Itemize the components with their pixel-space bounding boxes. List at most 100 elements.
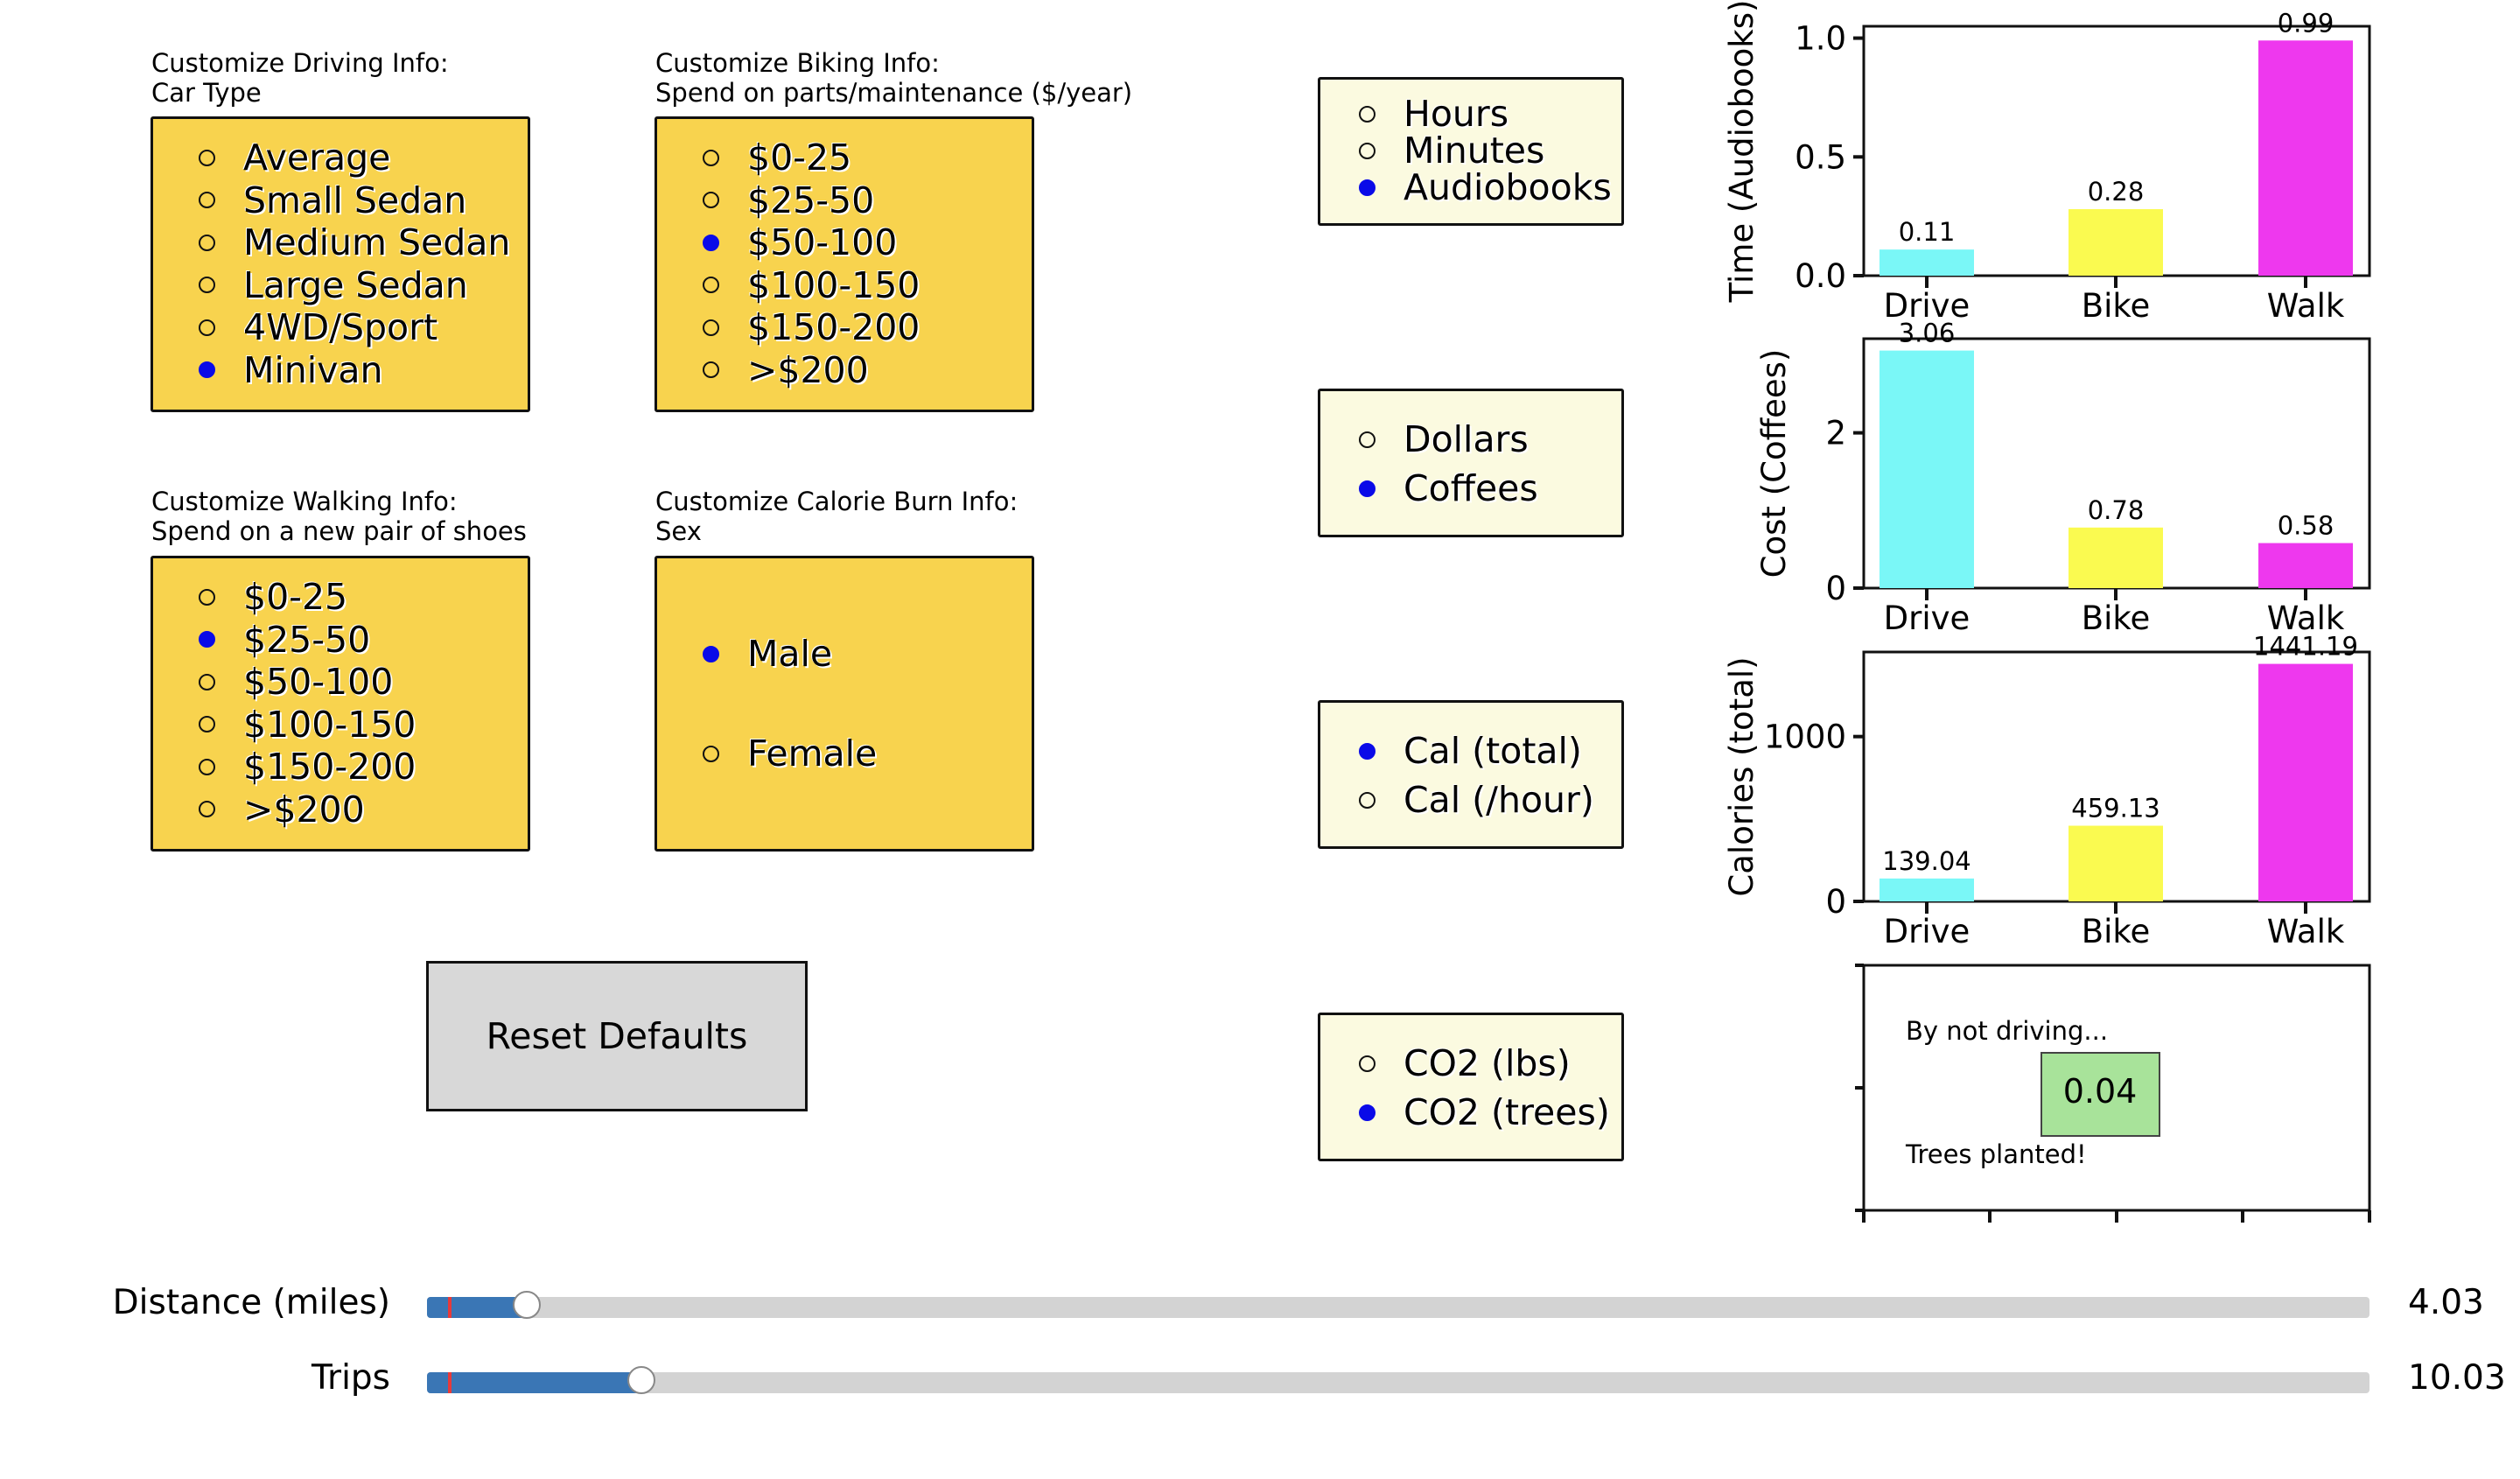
radio-unselected-icon[interactable] (1359, 431, 1376, 448)
option-label: $150-200 (747, 306, 920, 348)
biking-option[interactable]: $0-25 (703, 137, 851, 179)
option-label: $100-150 (243, 703, 416, 746)
driving-option[interactable]: Small Sedan (199, 179, 466, 221)
radio-unselected-icon[interactable] (1359, 142, 1376, 159)
radio-selected-icon[interactable] (703, 645, 719, 662)
time-units-option[interactable]: Hours (1359, 93, 1508, 135)
co2-units-option[interactable]: CO2 (trees) (1359, 1091, 1610, 1133)
walking-option[interactable]: $0-25 (199, 576, 347, 618)
biking-option[interactable]: >$200 (703, 349, 869, 391)
trips-slider-handle[interactable] (627, 1366, 656, 1394)
radio-unselected-icon[interactable] (703, 192, 719, 208)
calorie-caption: Customize Calorie Burn Info:Sex (655, 487, 1018, 546)
radio-unselected-icon[interactable] (703, 361, 719, 378)
bar-walk (2258, 663, 2353, 901)
option-label: Medium Sedan (243, 221, 511, 263)
co2-value: 0.04 (2063, 1072, 2138, 1111)
bar-value-label: 0.99 (2278, 8, 2334, 38)
distance-slider-fill (427, 1297, 527, 1318)
calorie-option[interactable]: Male (703, 633, 832, 675)
driving-option[interactable]: Average (199, 137, 390, 179)
driving-option[interactable]: Medium Sedan (199, 221, 510, 263)
walking-option[interactable]: $50-100 (199, 661, 393, 703)
radio-selected-icon[interactable] (1359, 1104, 1376, 1121)
driving-option[interactable]: 4WD/Sport (199, 306, 438, 348)
x-tick-label: Drive (1884, 913, 1970, 950)
radio-selected-icon[interactable] (1359, 179, 1376, 196)
radio-unselected-icon[interactable] (1359, 1055, 1376, 1072)
trips-slider-min-tick (448, 1372, 452, 1393)
radio-unselected-icon[interactable] (199, 673, 215, 690)
co2-top-text: By not driving... (1906, 1016, 2108, 1046)
radio-unselected-icon[interactable] (1359, 105, 1376, 123)
biking-option[interactable]: $25-50 (703, 179, 874, 221)
y-tick-label: 0 (1825, 883, 1846, 921)
cal-units-option[interactable]: Cal (total) (1359, 730, 1582, 772)
option-label: >$200 (747, 348, 869, 391)
co2-bottom-text: Trees planted! (1905, 1139, 2087, 1169)
bar-walk (2258, 543, 2353, 588)
radio-selected-icon[interactable] (1359, 480, 1376, 497)
calorie-option[interactable]: Female (703, 732, 877, 775)
driving-option[interactable]: Minivan (199, 349, 383, 391)
option-label: Minivan (243, 348, 383, 391)
biking-option[interactable]: $150-200 (703, 306, 920, 348)
radio-unselected-icon[interactable] (703, 319, 719, 336)
cost-units-option[interactable]: Dollars (1359, 418, 1529, 460)
x-tick-label: Bike (2082, 287, 2151, 325)
co2-info-panel: By not driving... 0.04 Trees planted! (1855, 964, 2371, 1223)
co2-value-box (2040, 1052, 2160, 1137)
radio-unselected-icon[interactable] (199, 149, 215, 166)
radio-selected-icon[interactable] (703, 234, 719, 251)
walking-subtitle: Spend on a new pair of shoes (151, 516, 527, 546)
y-tick-label: 2 (1825, 415, 1846, 452)
radio-unselected-icon[interactable] (703, 745, 719, 762)
distance-slider[interactable] (427, 1291, 2370, 1319)
biking-option[interactable]: $50-100 (703, 221, 897, 263)
radio-unselected-icon[interactable] (199, 192, 215, 208)
radio-unselected-icon[interactable] (703, 277, 719, 293)
option-label: $0-25 (747, 137, 852, 179)
radio-unselected-icon[interactable] (199, 716, 215, 732)
distance-slider-handle[interactable] (512, 1291, 541, 1319)
biking-option[interactable]: $100-150 (703, 264, 920, 306)
cal-units-option[interactable]: Cal (/hour) (1359, 779, 1594, 821)
radio-unselected-icon[interactable] (199, 277, 215, 293)
bar-drive (1880, 350, 1974, 588)
option-label: $50-100 (747, 221, 898, 263)
x-tick-label: Walk (2267, 287, 2345, 325)
walking-option[interactable]: $150-200 (199, 746, 416, 788)
option-label: $150-200 (243, 746, 416, 788)
walking-option[interactable]: $100-150 (199, 704, 416, 746)
cost-units-option[interactable]: Coffees (1359, 467, 1538, 509)
radio-unselected-icon[interactable] (199, 588, 215, 606)
shoe-spend-radio-group: $0-25$25-50$50-100$100-150$150-200>$200 (150, 556, 530, 852)
radio-selected-icon[interactable] (199, 361, 215, 378)
radio-unselected-icon[interactable] (199, 758, 215, 775)
walking-option[interactable]: >$200 (199, 789, 365, 831)
x-tick-label: Bike (2082, 599, 2151, 637)
radio-unselected-icon[interactable] (703, 149, 719, 166)
calorie-unit-radio-group: Cal (total) Cal (/hour) (1318, 700, 1624, 849)
radio-selected-icon[interactable] (1359, 742, 1376, 760)
trips-slider[interactable] (427, 1366, 2370, 1394)
driving-option[interactable]: Large Sedan (199, 264, 468, 306)
radio-unselected-icon[interactable] (199, 801, 215, 817)
radio-unselected-icon[interactable] (1359, 791, 1376, 809)
time-units-option[interactable]: Minutes (1359, 130, 1544, 172)
radio-unselected-icon[interactable] (199, 234, 215, 251)
walking-option[interactable]: $25-50 (199, 619, 370, 661)
option-label: Audiobooks (1404, 166, 1612, 208)
biking-caption: Customize Biking Info:Spend on parts/mai… (655, 48, 1132, 108)
x-tick-label: Walk (2267, 599, 2345, 637)
radio-unselected-icon[interactable] (199, 319, 215, 336)
radio-selected-icon[interactable] (199, 631, 215, 648)
driving-subtitle: Car Type (151, 78, 262, 108)
time-units-option[interactable]: Audiobooks (1359, 166, 1612, 208)
co2-units-option[interactable]: CO2 (lbs) (1359, 1042, 1571, 1084)
reset-defaults-button[interactable]: Reset Defaults (426, 961, 808, 1111)
option-label: $25-50 (747, 179, 875, 221)
